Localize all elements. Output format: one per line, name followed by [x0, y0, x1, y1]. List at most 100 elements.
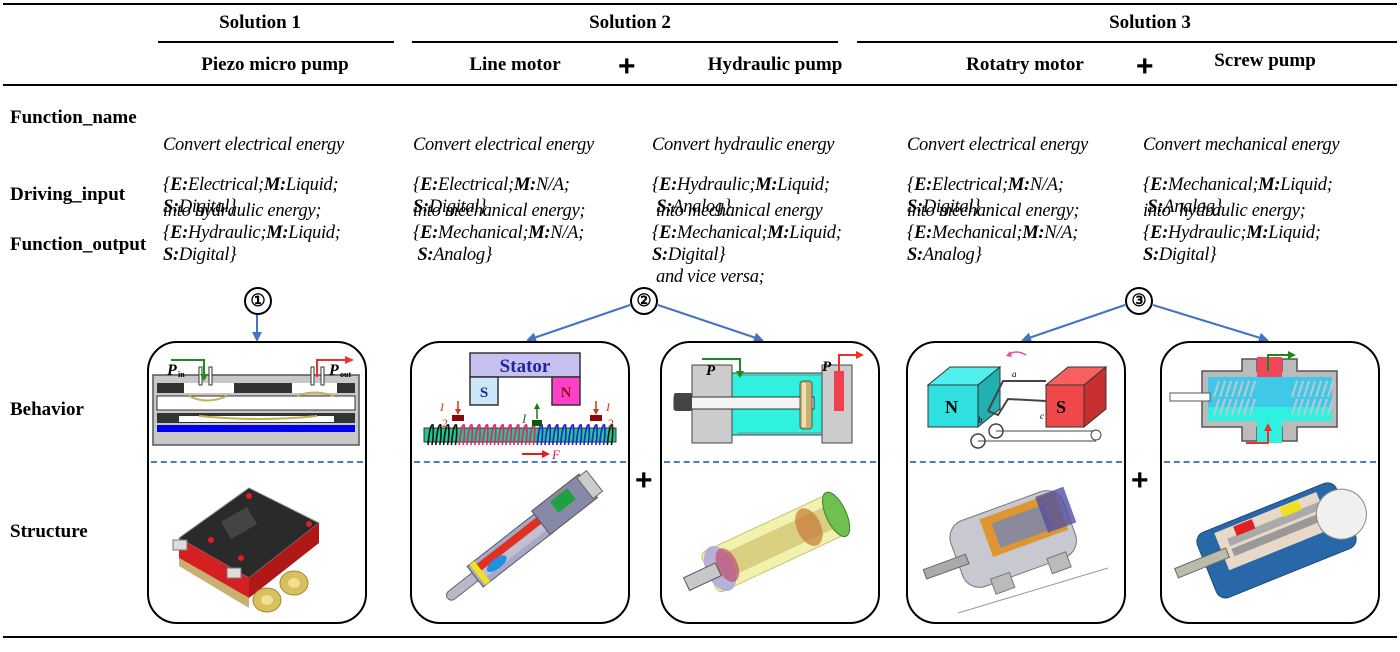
solution-3-marker: ③ — [1125, 287, 1153, 315]
half-label: 2 — [608, 416, 614, 430]
esm-line-energy-material: {E:Hydraulic;M:Liquid; — [652, 175, 830, 195]
pressure-in-label: P — [706, 363, 716, 379]
arrow-solution-3-right — [1152, 304, 1269, 343]
function-name-line: Convert electrical energy — [163, 135, 344, 155]
function-name-line: into hydraulic energy; — [163, 201, 322, 221]
screw-thread — [1237, 380, 1244, 398]
esm-line-energy-material: {E:Electrical;M:Liquid; — [163, 175, 339, 195]
coil-turn — [598, 424, 606, 446]
component-piezo-micro-pump: Piezo micro pump — [201, 54, 349, 75]
function-name-cell: Convert hydraulic energy into mechanical… — [652, 90, 835, 310]
coil-turn — [450, 424, 458, 446]
rotatry-motor-behavior-diagram: N S a b c — [926, 351, 1108, 449]
function-output-cell: {E:Mechanical;M:N/A;S:Analog} — [907, 222, 1078, 266]
plus-sign: + — [1131, 464, 1149, 497]
coil-windings — [427, 424, 614, 446]
pressure-out-sub: out — [340, 370, 351, 379]
screw-thread — [1219, 380, 1226, 398]
esm-line-signal: S:Digital} — [652, 245, 726, 265]
card-screw-pump — [1160, 341, 1380, 624]
header-rule — [3, 84, 1397, 86]
plus-sign: + — [618, 50, 636, 83]
solution-3-underline — [857, 41, 1397, 43]
stator-label: Stator — [500, 356, 551, 377]
piezo-behavior-diagram: P in P out — [152, 356, 360, 446]
line-motor-behavior-diagram: Stator S N I 2 I 2 I F — [423, 352, 617, 462]
esm-line-signal: S:Digital} — [163, 197, 237, 217]
behavior-structure-divider — [664, 461, 876, 463]
coil-turn — [552, 424, 559, 446]
solution-1-underline — [158, 41, 394, 43]
driving-input-cell: {E:Electrical;M:Liquid;S:Digital} — [163, 174, 339, 218]
function-output-cell: {E:Mechanical;M:N/A; S:Analog} — [413, 222, 584, 266]
esm-line-energy-material: {E:Mechanical;M:Liquid; — [1143, 175, 1333, 195]
hydraulic-structure-image — [682, 491, 851, 593]
coil-label-b: b — [978, 415, 983, 425]
function-name-line: into mechanical energy; — [413, 201, 586, 221]
coil-turn — [606, 424, 614, 446]
plus-sign: + — [635, 464, 653, 497]
coil-turn — [442, 424, 450, 446]
function-output-cell: {E:Hydraulic;M:Liquid;S:Digital} — [1143, 222, 1321, 266]
arrow-solution-2-left — [526, 304, 631, 343]
line-motor-structure-image — [446, 469, 604, 601]
current-label: I — [605, 400, 611, 414]
solution-1-marker: ① — [244, 287, 272, 315]
arrow-solution-2-right — [657, 304, 764, 343]
behavior-structure-divider — [414, 461, 626, 463]
card-rotatry-motor: N S a b c — [906, 341, 1126, 624]
arrow-solution-3-left — [1021, 304, 1126, 343]
component-screw-pump: Screw pump — [1214, 50, 1316, 71]
screw-thread — [1303, 380, 1310, 398]
plus-sign: + — [1136, 50, 1154, 83]
behavior-structure-divider — [151, 461, 363, 463]
driving-input-cell: {E:Electrical;M:N/A;S:Digital} — [413, 174, 570, 218]
component-line-motor: Line motor — [469, 54, 561, 75]
esm-line-signal: S:Digital} — [163, 245, 237, 265]
screw-thread — [1231, 380, 1238, 398]
function-output-cell: {E:Mechanical;M:Liquid;S:Digital} — [652, 222, 842, 266]
rotatry-motor-structure-image — [922, 486, 1109, 614]
hydraulic-behavior-diagram: P P — [673, 351, 864, 444]
function-name-line: Convert mechanical energy — [1143, 135, 1340, 155]
screw-thread — [1309, 398, 1316, 416]
screw-thread — [1297, 380, 1304, 398]
esm-line-energy-material: {E:Electrical;M:N/A; — [907, 175, 1064, 195]
behavior-structure-divider — [1164, 461, 1376, 463]
screw-thread — [1219, 398, 1226, 416]
function-name-cell: Convert electrical energy into hydraulic… — [163, 90, 344, 244]
row-label-function-name: Function_name — [10, 107, 137, 128]
function-name-line: Convert electrical energy — [907, 135, 1088, 155]
coil-turn — [458, 424, 466, 446]
row-label-function-output: Function_output — [10, 234, 147, 255]
coil-turn — [575, 424, 583, 446]
screw-thread — [1303, 398, 1310, 416]
screw-thread — [1327, 380, 1334, 398]
coil-turn — [481, 424, 489, 446]
screw-thread — [1213, 380, 1220, 398]
function-name-cell: Convert mechanical energy into hydraulic… — [1143, 90, 1340, 244]
pressure-in-sub: in — [178, 370, 185, 379]
function-name-cell: Convert electrical energy into mechanica… — [907, 90, 1088, 244]
screw-thread — [1243, 380, 1250, 398]
coil-turn — [536, 424, 544, 446]
screw-threads — [1213, 380, 1334, 416]
current-label: I — [521, 411, 527, 426]
screw-thread — [1243, 398, 1250, 416]
row-label-driving-input: Driving_input — [10, 184, 126, 205]
component-rotatry-motor: Rotatry motor — [966, 54, 1084, 75]
piezo-structure-image — [172, 487, 320, 613]
screw-thread — [1321, 380, 1328, 398]
coil-turn — [489, 424, 497, 446]
esm-line-energy-material: {E:Hydraulic;M:Liquid; — [1143, 223, 1321, 243]
current-label: I — [439, 400, 445, 414]
coil-turn — [559, 424, 567, 446]
coil-turn — [544, 424, 552, 446]
screw-thread — [1213, 398, 1220, 416]
screw-thread — [1291, 380, 1298, 398]
solution-2-marker: ② — [630, 287, 658, 315]
screw-thread — [1291, 398, 1298, 416]
esm-line-energy-material: {E:Hydraulic;M:Liquid; — [163, 223, 341, 243]
driving-input-cell: {E:Mechanical;M:Liquid; S:Analog} — [1143, 174, 1333, 218]
behavior-structure-divider — [910, 461, 1122, 463]
